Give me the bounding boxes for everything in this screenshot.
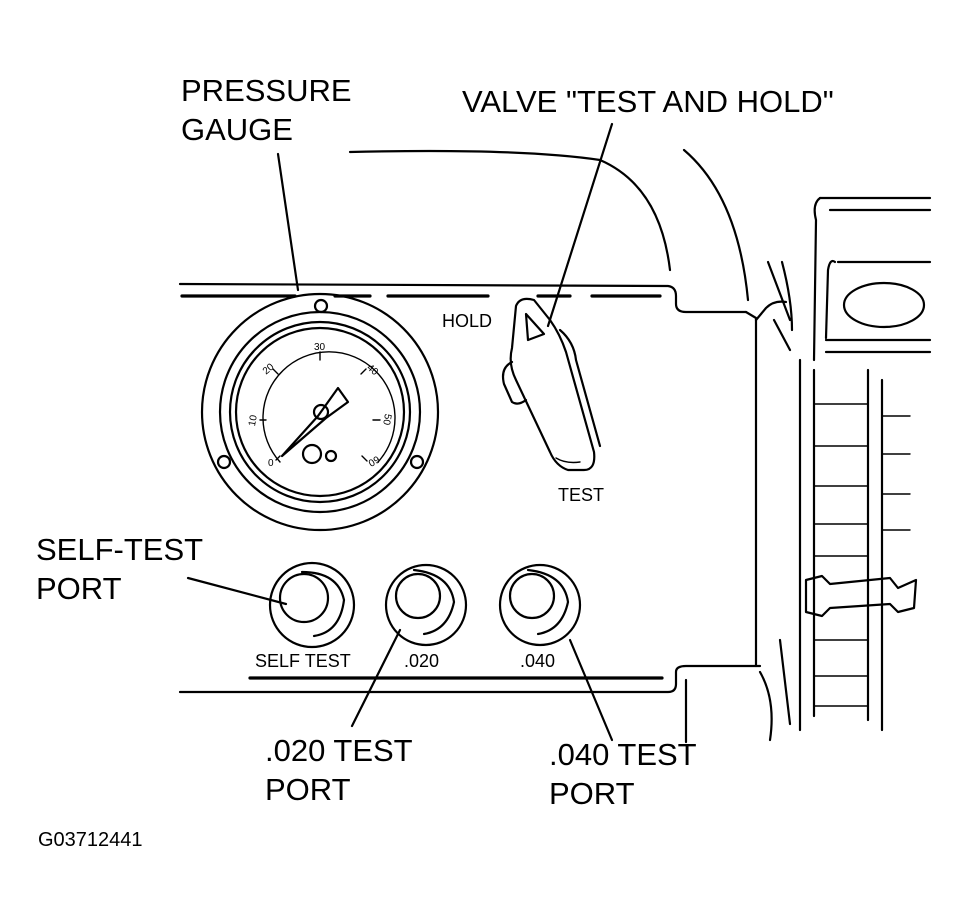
gauge-scale-20: 20 [261, 361, 277, 377]
housing-window [842, 281, 926, 329]
test-label: TEST [558, 485, 604, 505]
leader-self-test-port [186, 576, 288, 606]
mounting-hole [313, 298, 329, 314]
gauge-scale-40: 40 [364, 362, 380, 378]
port-020 [384, 563, 468, 647]
self-test-label: SELF TEST [255, 651, 351, 671]
mounting-hole [216, 454, 232, 470]
gauge-scale-30: 30 [314, 342, 326, 353]
port-020-label: .020 [404, 651, 439, 671]
test-and-hold-valve [501, 297, 602, 472]
figure-id: G03712441 [38, 829, 143, 851]
port-040-callout-line2: PORT [549, 776, 635, 811]
leader-port-020 [350, 628, 402, 728]
housing-side-unit [754, 196, 932, 742]
housing-curves [348, 148, 750, 302]
gauge-scale-10: 10 [247, 414, 260, 427]
gauge-scale-0: 0 [268, 458, 274, 469]
valve-callout: VALVE "TEST AND HOLD" [462, 84, 834, 119]
gauge-scale-50: 50 [380, 413, 393, 426]
gauge-needle [280, 386, 350, 458]
pressure-gauge: 0 10 20 30 40 50 60 [200, 292, 440, 532]
leader-lines [186, 122, 614, 742]
port-040 [498, 563, 582, 647]
self-test-port [268, 561, 356, 649]
port-040-label: .040 [520, 651, 555, 671]
leader-valve [546, 122, 614, 328]
self-test-port-callout-line2: PORT [36, 571, 122, 606]
port-020-callout-line1: .020 TEST [265, 733, 413, 768]
self-test-port-callout-line1: SELF-TEST [36, 532, 203, 567]
mounting-hole [409, 454, 425, 470]
gauge-scale-60: 60 [366, 453, 382, 468]
pressure-gauge-callout-line2: GAUGE [181, 112, 293, 147]
leader-port-040 [568, 638, 614, 742]
port-040-callout-line1: .040 TEST [549, 737, 697, 772]
tester-panel [178, 282, 762, 744]
hold-label: HOLD [442, 311, 492, 331]
port-020-callout-line2: PORT [265, 772, 351, 807]
leader-pressure-gauge [276, 152, 300, 292]
pressure-gauge-callout-line1: PRESSURE [181, 73, 352, 108]
